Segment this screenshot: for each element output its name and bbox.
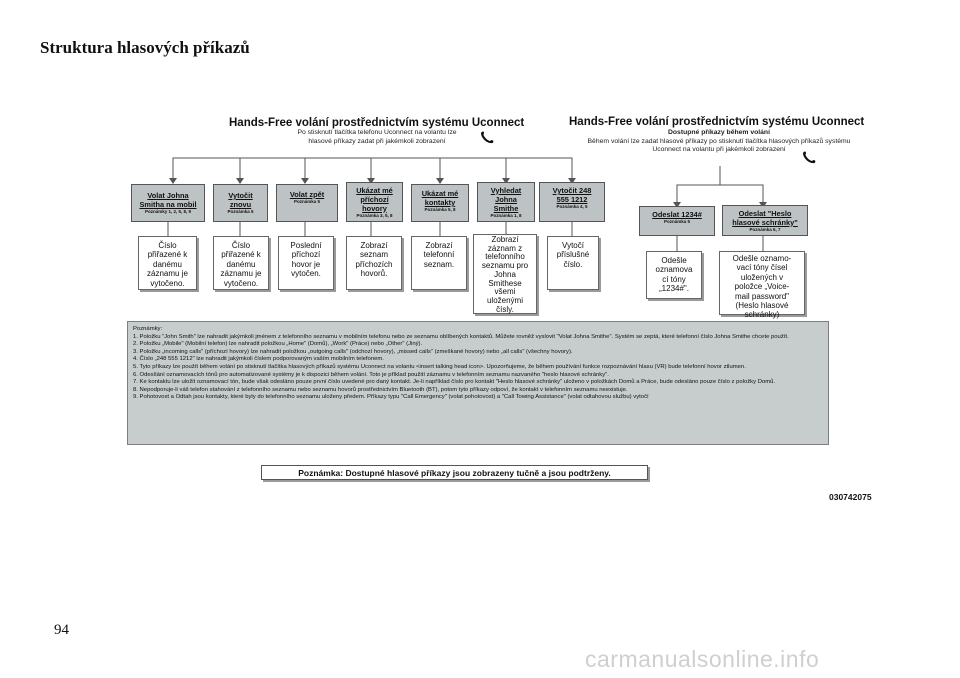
result-box: Odešle oznamova cí tóny „1234#". [646,251,702,299]
command-label: Volat zpět [289,190,325,199]
command-label: Vyhledat Johna Smithe [490,185,522,213]
result-box: Vytočí příslušné číslo. [547,236,599,290]
right-subtitle-line-1: Během volání lze zadat hlasové příkazy p… [587,137,851,145]
command-note: Poznámka 5, 8 [424,207,456,212]
note-item: 6. Odesílání oznamovacích tónů pro autom… [133,371,609,378]
command-note: Poznámka 3, 5, 8 [356,212,393,218]
command-note: Poznámka 6, 7 [749,226,781,232]
command-label: Ukázat mé kontakty [421,189,459,207]
command-label: Vytočit znovu [228,191,253,209]
command-note: Poznámky 1, 2, 5, 8, 9 [144,209,192,214]
image-code: 030742075 [829,492,872,502]
note-item: 8. Nepodporuje-li váš telefon stahování … [133,386,628,393]
note-item: 1. Položku "John Smith" lze nahradit jak… [133,333,789,340]
result-box: Zobrazí záznam z telefonního seznamu pro… [473,234,537,314]
command-label: Volat Johna Smitha na mobil [139,191,197,209]
right-section-title: Hands-Free volání prostřednictvím systém… [569,116,865,128]
note-item: 7. Ke kontaktu lze uložit oznamovací tón… [133,379,776,386]
result-box: Odešle oznamo- vací tóny čísel uložených… [719,251,805,319]
result-box: Poslední příchozí hovor je vytočen. [278,236,334,290]
result-box: Číslo přiřazené k danému záznamu je vyto… [138,236,197,290]
note-item: 4. Číslo „248 555 1212" lze nahradit jak… [133,356,384,363]
command-label: Odeslat "Heslo hlasové schránky" [732,208,798,227]
command-dial-number: Vytočit 248 555 1212 Poznámka 4, 5 [539,182,605,222]
note-item: 9. Pohotovost a Odtah jsou kontakty, kte… [133,394,649,401]
command-show-contacts: Ukázat mé kontakty Poznámka 5, 8 [411,184,469,222]
right-section-subtitle: Dostupné příkazy během volání Během volá… [563,129,875,155]
result-box: Zobrazí seznam příchozích hovorů. [346,236,402,290]
command-call-back: Volat zpět Poznámka 5 [276,184,338,222]
right-subtitle-line-2: Uconnect na volantu při jakémkoli zobraz… [652,146,786,153]
page-number: 94 [54,622,69,638]
command-note: Poznámka 5 [227,209,254,214]
command-note: Poznámka 5 [663,219,690,224]
command-note: Poznámka 5 [293,199,320,204]
phone-handset-icon [479,130,495,148]
page-title: Struktura hlasových příkazů [40,38,250,57]
left-section-subtitle: Po stisknutí tlačítka telefonu Uconnect … [262,129,492,146]
left-section-title: Hands-Free volání prostřednictvím systém… [229,117,525,129]
result-box: Zobrazí telefonní seznam. [411,236,467,290]
right-subtitle-bold: Dostupné příkazy během volání [668,129,770,136]
phone-handset-icon [801,150,817,168]
command-label: Vytočit 248 555 1212 [552,186,592,204]
note-item: 5. Tyto příkazy lze použít během volání … [133,363,746,370]
command-label: Ukázat mé příchozí hovory [356,185,393,213]
command-label: Odeslat 1234# [652,210,702,219]
command-send-voicemail-password: Odeslat "Heslo hlasové schránky" Poznámk… [722,205,808,236]
bottom-note: Poznámka: Dostupné hlasové příkazy jsou … [261,465,648,480]
notes-panel: Poznámky: 1. Položku "John Smith" lze na… [127,321,829,445]
command-search-john-smith: Vyhledat Johna Smithe Poznámka 1, 8 [477,182,535,222]
note-item: 2. Položku „Mobile" (Mobilní telefon) lz… [133,341,423,348]
note-item: 3. Položku „incoming calls" (příchozí ho… [133,348,573,355]
command-note: Poznámka 1, 8 [490,212,522,218]
watermark: carmanualsonline.info [585,646,820,672]
command-call-john-smith-mobile: Volat Johna Smitha na mobil Poznámky 1, … [131,184,205,222]
left-subtitle-line-1: Po stisknutí tlačítka telefonu Uconnect … [297,129,457,136]
left-subtitle-line-2: hlasové příkazy zadat při jakémkoli zobr… [308,137,446,145]
command-note: Poznámka 4, 5 [556,204,588,209]
command-redial: Vytočit znovu Poznámka 5 [213,184,268,222]
result-box: Číslo přiřazené k danému záznamu je vyto… [213,236,269,290]
command-send-1234: Odeslat 1234# Poznámka 5 [639,206,715,236]
command-show-incoming-calls: Ukázat mé příchozí hovory Poznámka 3, 5,… [346,182,403,222]
notes-heading: Poznámky: [133,326,163,332]
